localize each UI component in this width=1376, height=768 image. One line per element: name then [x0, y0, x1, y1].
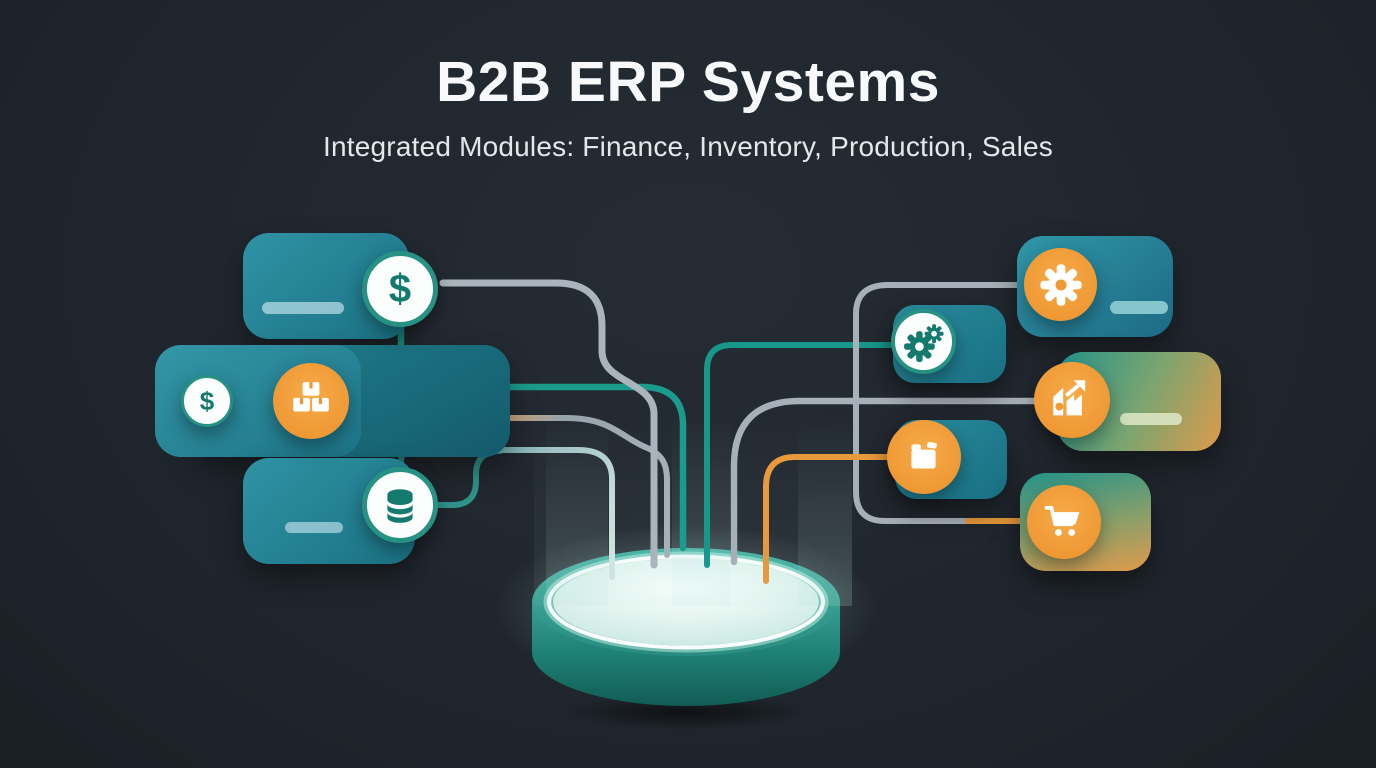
- finance-secondary-badge: $: [181, 375, 233, 427]
- double-gear-icon: [903, 323, 944, 362]
- production-badge: [1034, 362, 1110, 438]
- connector-documents-to-hub: [763, 454, 890, 584]
- operations-badge: [1024, 248, 1097, 321]
- inventory-badge: [273, 363, 349, 439]
- factory-growth-icon: [1053, 380, 1086, 416]
- page-title: B2B ERP Systems: [436, 50, 940, 114]
- boxes-icon: [293, 382, 329, 412]
- connector-database-branch: [435, 448, 503, 508]
- automation-badge: [891, 309, 956, 374]
- header: B2B ERP Systems Integrated Modules: Fina…: [0, 54, 1376, 163]
- database-badge: [362, 467, 438, 543]
- connector-production-to-hub: [730, 397, 1038, 566]
- dollar-icon: $: [388, 267, 412, 311]
- finance-badge: $: [362, 251, 438, 327]
- finance-card-text-line: [262, 302, 344, 314]
- dollar-icon: $: [199, 386, 215, 416]
- operations-card-text-line: [1110, 301, 1168, 314]
- database-card-text-line: [285, 522, 343, 533]
- connector-finance-gray-to-hub: [439, 279, 658, 569]
- connector-automation-to-hub: [704, 342, 894, 568]
- production-card-text-line: [1120, 413, 1182, 425]
- page-subtitle: Integrated Modules: Finance, Inventory, …: [323, 131, 1053, 162]
- cart-icon: [1044, 505, 1080, 536]
- documents-badge: [887, 420, 961, 494]
- light-beams: [534, 412, 852, 606]
- gear-icon: [1039, 263, 1082, 306]
- database-icon: [387, 489, 413, 523]
- folder-icon: [911, 441, 937, 469]
- sales-badge: [1027, 485, 1101, 559]
